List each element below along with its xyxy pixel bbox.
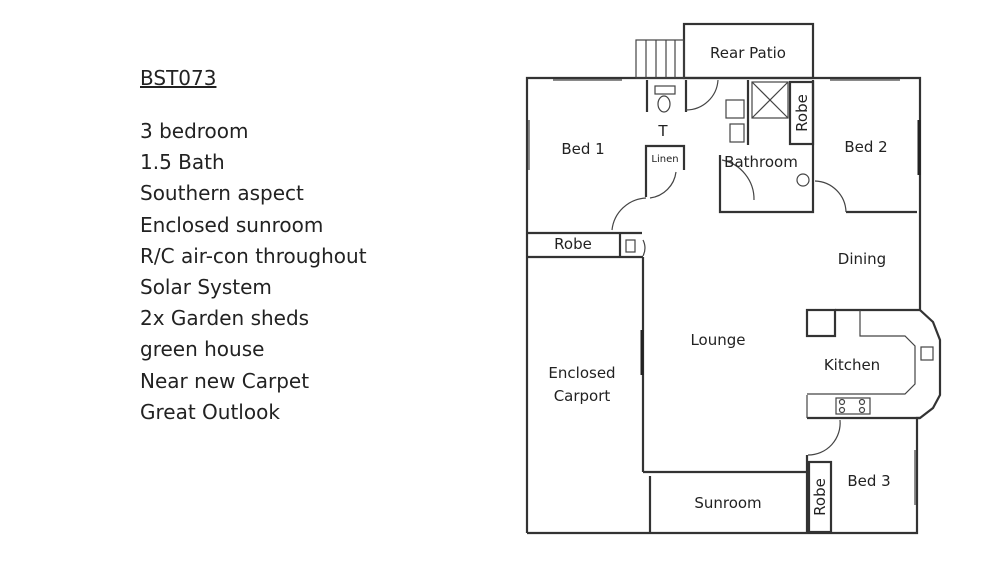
- label-bathroom: Bathroom: [724, 153, 798, 171]
- label-linen: Linen: [651, 154, 678, 165]
- label-bed2: Bed 2: [844, 138, 887, 156]
- label-carport-line1: Enclosed: [548, 364, 615, 382]
- feature-item: Near new Carpet: [140, 368, 310, 393]
- stairs-icon: [635, 39, 685, 79]
- label-kitchen: Kitchen: [824, 356, 880, 374]
- feature-item: R/C air-con throughout: [140, 243, 367, 268]
- label-robe-bed3: Robe: [811, 478, 829, 516]
- label-bed1: Bed 1: [561, 140, 604, 158]
- feature-item: 2x Garden sheds: [140, 306, 310, 331]
- vanity-icon: [729, 123, 745, 143]
- hws-icon: [625, 239, 636, 253]
- feature-item: Enclosed sunroom: [140, 212, 324, 237]
- sink-icon: [725, 99, 745, 119]
- kitchen-sink-icon: [920, 346, 934, 361]
- label-dining: Dining: [838, 250, 886, 268]
- label-rear-patio: Rear Patio: [710, 44, 786, 62]
- label-robe-bed2: Robe: [793, 94, 811, 132]
- feature-item: 3 bedroom: [140, 119, 249, 143]
- feature-item: Southern aspect: [140, 181, 304, 206]
- feature-item: Solar System: [140, 275, 272, 300]
- label-lounge: Lounge: [690, 331, 745, 349]
- label-sunroom: Sunroom: [694, 494, 761, 512]
- listing-details: BST073 3 bedroom 1.5 Bath Southern aspec…: [140, 66, 367, 428]
- label-robe-bed1: Robe: [554, 235, 592, 253]
- feature-item: 1.5 Bath: [140, 150, 225, 175]
- toilet-icon: [654, 85, 676, 113]
- shower-icon: [751, 81, 789, 119]
- cooktop-icon: [835, 397, 871, 415]
- label-bed3: Bed 3: [847, 472, 890, 490]
- feature-item: Great Outlook: [140, 399, 280, 424]
- internal-walls: [527, 79, 934, 534]
- basin-icon: [796, 173, 810, 187]
- label-toilet: T: [657, 122, 668, 140]
- listing-code: BST073: [140, 66, 217, 90]
- label-carport-line2: Carport: [554, 387, 611, 405]
- feature-item: green house: [140, 337, 265, 362]
- outer-walls: [525, 22, 942, 535]
